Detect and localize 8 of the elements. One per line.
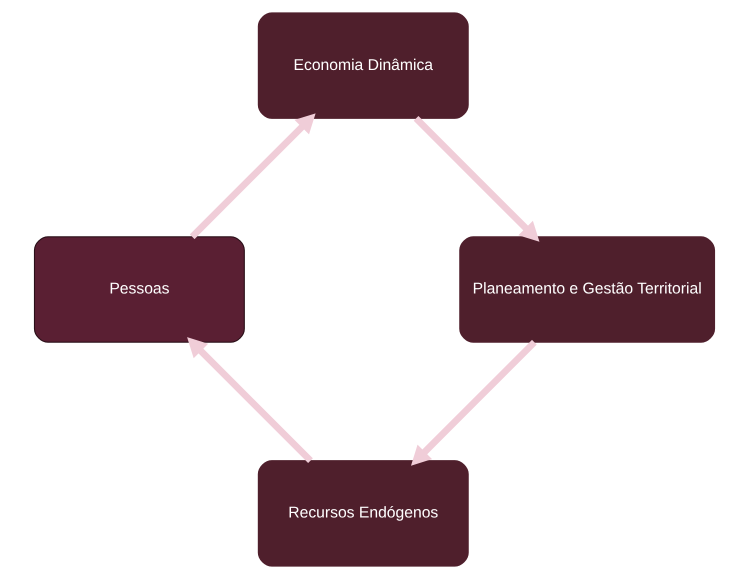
node-box: Planeamento e Gestão Territorial <box>458 236 715 343</box>
node-box: Pessoas <box>33 236 244 343</box>
node-box: Recursos Endógenos <box>257 460 468 567</box>
arrow <box>413 116 539 242</box>
arrow <box>186 337 312 463</box>
arrow <box>189 113 316 240</box>
node-box: Economia Dinâmica <box>257 12 468 119</box>
arrow <box>410 340 536 466</box>
